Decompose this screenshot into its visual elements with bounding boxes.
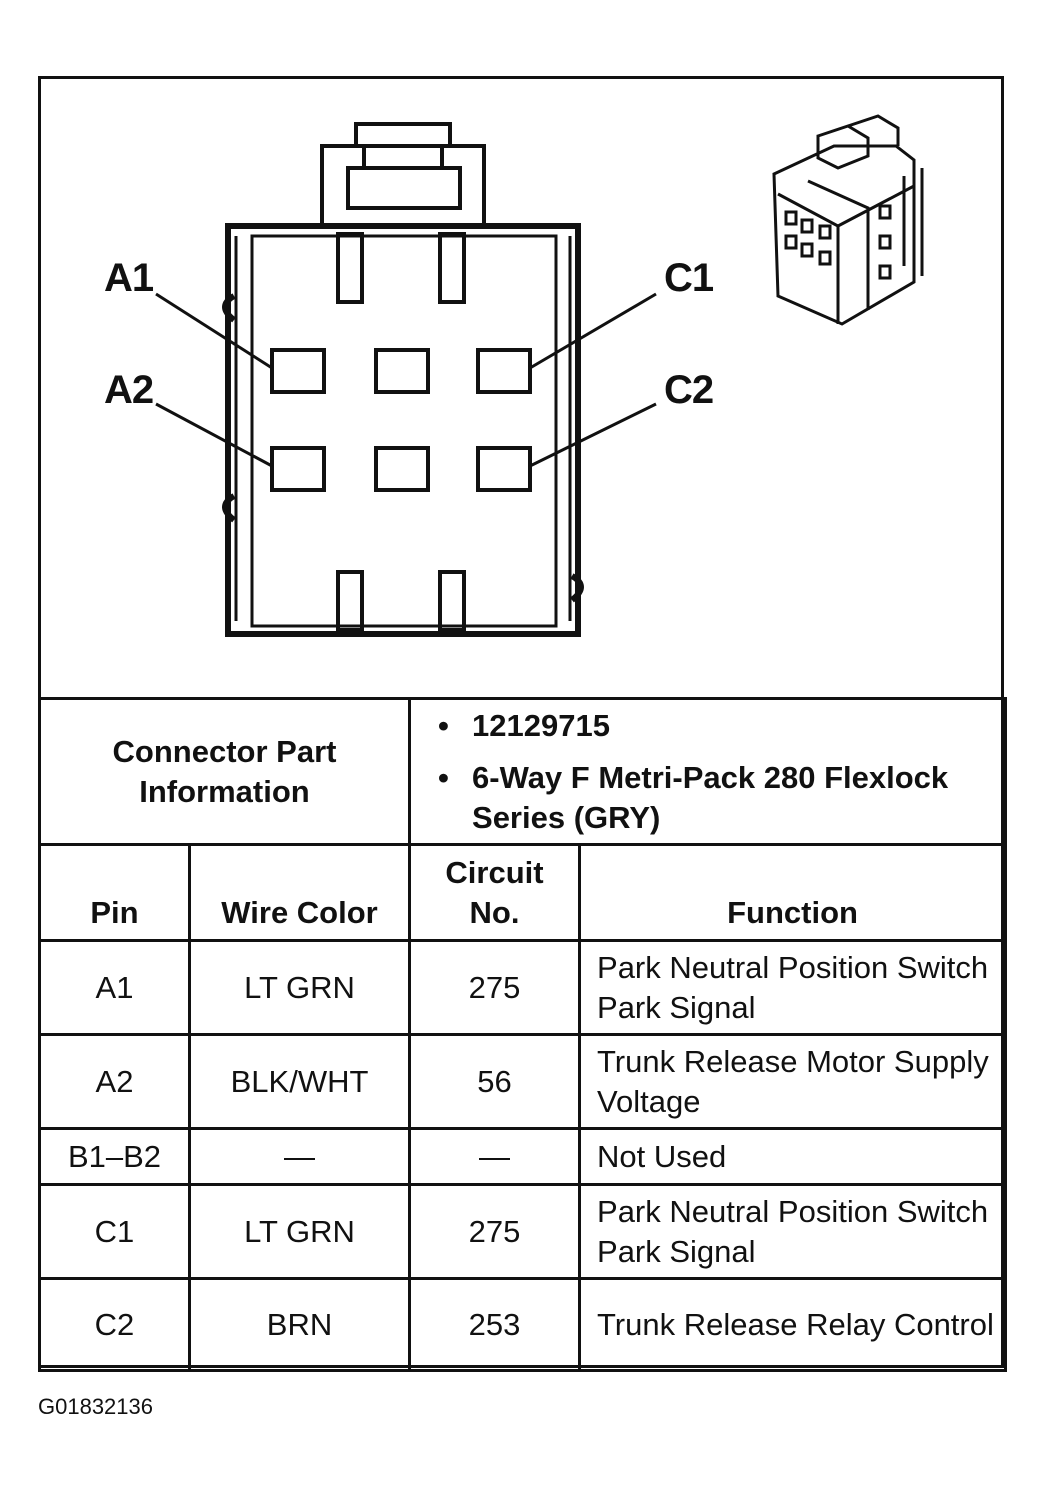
header-pin: Pin [38, 843, 191, 942]
circuit-no-cell: 253 [408, 1277, 582, 1372]
wire-color-cell: LT GRN [187, 939, 412, 1036]
pin-cell: C2 [38, 1277, 191, 1372]
connector-type: 6-Way F Metri-Pack 280 Flexlock Series (… [472, 759, 949, 835]
cavity-b2 [374, 446, 430, 492]
connector-info-title-cell: Connector Part Information [37, 697, 412, 846]
pin-cell: B1–B2 [38, 1127, 191, 1186]
circuit-no-cell: 56 [408, 1033, 582, 1130]
connector-type-item: • 6-Way F Metri-Pack 280 Flexlock Series… [438, 758, 1003, 838]
function-cell: Trunk Release Relay Control [578, 1277, 1008, 1372]
table-row: C1 LT GRN 275 Park Neutral Position Swit… [38, 1183, 1008, 1280]
table-row: C2 BRN 253 Trunk Release Relay Control [38, 1277, 1008, 1372]
table-row: A1 LT GRN 275 Park Neutral Position Swit… [38, 939, 1008, 1036]
connector-info-row: Connector Part Information • 12129715 • … [37, 697, 1008, 846]
table-row: B1–B2 — — Not Used [38, 1127, 1008, 1186]
header-wire-color: Wire Color [187, 843, 412, 942]
function-cell: Park Neutral Position Switch Park Signal [578, 939, 1008, 1036]
pin-cell: A2 [38, 1033, 191, 1130]
pin-label-c2: C2 [664, 368, 714, 412]
connector-info-list-cell: • 12129715 • 6-Way F Metri-Pack 280 Flex… [408, 697, 1008, 846]
circuit-no-cell: 275 [408, 1183, 582, 1280]
function-cell: Trunk Release Motor Supply Voltage [578, 1033, 1008, 1130]
connector-info-list: • 12129715 • 6-Way F Metri-Pack 280 Flex… [412, 706, 1003, 838]
connector-info-title: Connector Part Information [112, 733, 337, 809]
connector-3d-view [772, 114, 924, 326]
cavity-b1 [374, 348, 430, 394]
cavity-c1 [476, 348, 532, 394]
pin-cell: C1 [38, 1183, 191, 1280]
pin-label-a1: A1 [104, 256, 154, 300]
connector-table: Connector Part Information • 12129715 • … [37, 697, 1008, 1372]
cavity-a1 [270, 348, 326, 394]
pin-label-c1: C1 [664, 256, 714, 300]
wire-color-cell: BLK/WHT [187, 1033, 412, 1130]
part-number-item: • 12129715 [438, 706, 1003, 746]
bullet-icon: • [438, 759, 449, 795]
function-cell: Park Neutral Position Switch Park Signal [578, 1183, 1008, 1280]
figure-id: G01832136 [38, 1394, 153, 1419]
header-circuit-no: Circuit No. [408, 843, 582, 942]
header-function: Function [578, 843, 1008, 942]
part-number: 12129715 [472, 707, 610, 743]
table-row: A2 BLK/WHT 56 Trunk Release Motor Supply… [38, 1033, 1008, 1130]
wire-color-cell: LT GRN [187, 1183, 412, 1280]
function-cell: Not Used [578, 1127, 1008, 1186]
cavity-c2 [476, 446, 532, 492]
connector-drawing: A1 A2 C1 C2 [38, 76, 1004, 696]
circuit-no-cell: — [408, 1127, 582, 1186]
table-header-row: Pin Wire Color Circuit No. Function [38, 843, 1008, 942]
connector-face-view [155, 114, 924, 637]
wire-color-cell: — [187, 1127, 412, 1186]
cavity-a2 [270, 446, 326, 492]
pin-label-a2: A2 [104, 368, 154, 412]
wire-color-cell: BRN [187, 1277, 412, 1372]
pin-cell: A1 [38, 939, 191, 1036]
bullet-icon: • [438, 707, 449, 743]
circuit-no-cell: 275 [408, 939, 582, 1036]
